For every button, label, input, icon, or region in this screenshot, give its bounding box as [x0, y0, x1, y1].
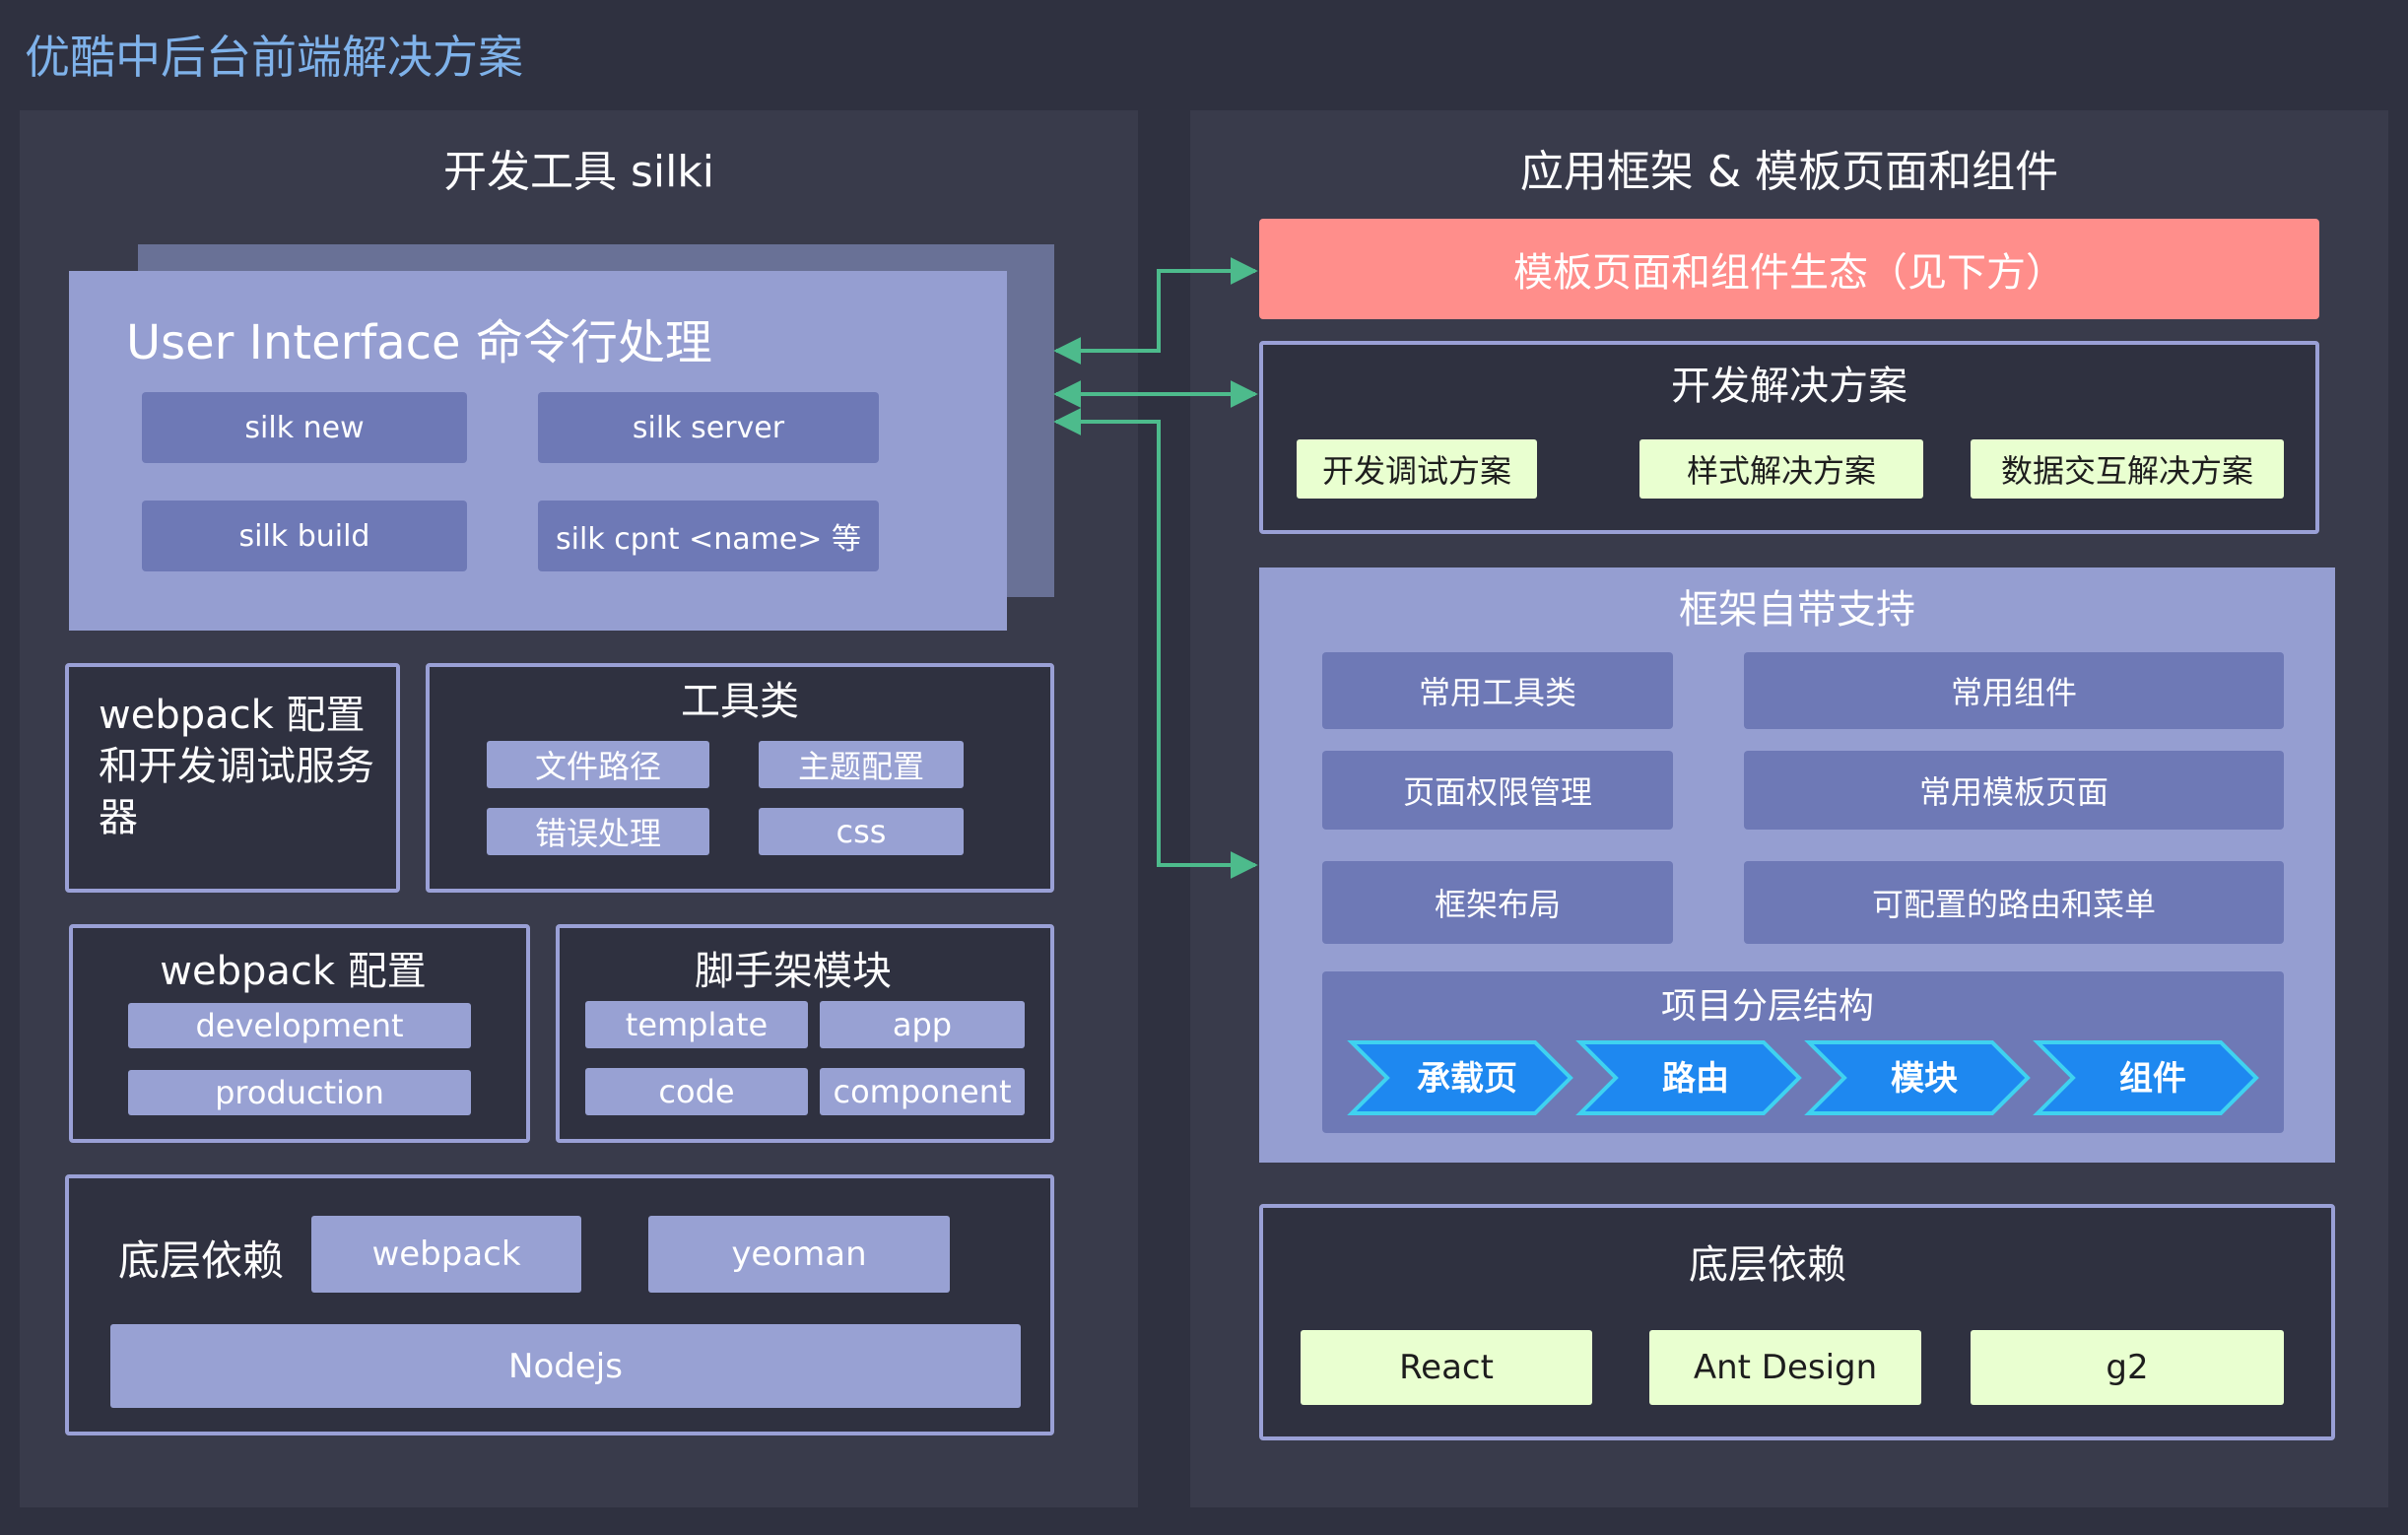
style-solution: 样式解决方案 — [1639, 439, 1923, 499]
ui-card-title: User Interface 命令行处理 — [126, 315, 712, 370]
fw-routes-menu: 可配置的路由和菜单 — [1744, 861, 2284, 944]
dev-tools-title: 开发工具 silki — [442, 147, 715, 197]
fw-page-permission: 页面权限管理 — [1322, 751, 1673, 830]
webpack-dev-text: webpack 配置和开发调试服务器 — [99, 693, 374, 840]
layer-step-module-shape — [1804, 1040, 2031, 1115]
page-title: 优酷中后台前端解决方案 — [25, 31, 523, 84]
layer-chevrons: 承载页 路由 模块 组件 — [1347, 1040, 2259, 1115]
framework-support-title: 框架自带支持 — [1679, 587, 1915, 633]
webpack-development: development — [128, 1003, 471, 1048]
webpack-config-title: webpack 配置 — [160, 949, 427, 994]
dep-webpack: webpack — [311, 1216, 581, 1293]
fw-common-components: 常用组件 — [1744, 652, 2284, 729]
data-interaction-solution: 数据交互解决方案 — [1971, 439, 2284, 499]
fw-common-templates: 常用模板页面 — [1744, 751, 2284, 830]
scaffold-code: code — [585, 1068, 808, 1115]
layer-step-host-page-shape — [1347, 1040, 1573, 1115]
tool-theme-config: 主题配置 — [759, 741, 964, 788]
cmd-silk-new: silk new — [142, 392, 467, 463]
layer-step-host-page: 承载页 — [1417, 1059, 1517, 1099]
scaffold-app: app — [820, 1001, 1025, 1048]
dep-yeoman: yeoman — [648, 1216, 950, 1293]
arrow-ui-ecosystem — [1053, 257, 1258, 365]
scaffold-component: component — [820, 1068, 1025, 1115]
layer-step-component: 组件 — [2119, 1059, 2186, 1099]
scaffold-title: 脚手架模块 — [695, 949, 892, 994]
fw-layout: 框架布局 — [1322, 861, 1673, 944]
dep-ant-design: Ant Design — [1649, 1330, 1921, 1405]
dev-debug-solution: 开发调试方案 — [1297, 439, 1537, 499]
tool-css: css — [759, 808, 964, 855]
scaffold-template: template — [585, 1001, 808, 1048]
right-base-deps-title: 底层依赖 — [1689, 1242, 1846, 1288]
dep-g2: g2 — [1971, 1330, 2284, 1405]
tool-error-handling: 错误处理 — [487, 808, 709, 855]
cmd-silk-cpnt: silk cpnt <name> 等 — [538, 501, 879, 571]
dev-solutions-title: 开发解决方案 — [1671, 364, 1907, 409]
layer-structure-title: 项目分层结构 — [1660, 986, 1874, 1027]
tools-title: 工具类 — [681, 679, 799, 724]
left-base-deps-label: 底层依赖 — [118, 1236, 285, 1285]
tool-file-path: 文件路径 — [487, 741, 709, 788]
layer-step-module: 模块 — [1891, 1059, 1958, 1099]
layer-step-route: 路由 — [1662, 1059, 1729, 1099]
webpack-production: production — [128, 1070, 471, 1115]
layer-step-route-shape — [1575, 1040, 1802, 1115]
dep-nodejs: Nodejs — [110, 1324, 1021, 1408]
webpack-dev-box — [65, 663, 400, 893]
layer-step-component-shape — [2033, 1040, 2259, 1115]
connector-arrows — [1053, 257, 1258, 879]
arrow-ui-framework — [1053, 408, 1258, 879]
dev-solutions-box — [1259, 341, 2319, 534]
dep-react: React — [1301, 1330, 1592, 1405]
cmd-silk-build: silk build — [142, 501, 467, 571]
cmd-silk-server: silk server — [538, 392, 879, 463]
app-framework-title: 应用框架 & 模板页面和组件 — [1519, 147, 2059, 197]
ecosystem-bar: 模板页面和组件生态（见下方） — [1259, 219, 2319, 319]
fw-common-utils: 常用工具类 — [1322, 652, 1673, 729]
